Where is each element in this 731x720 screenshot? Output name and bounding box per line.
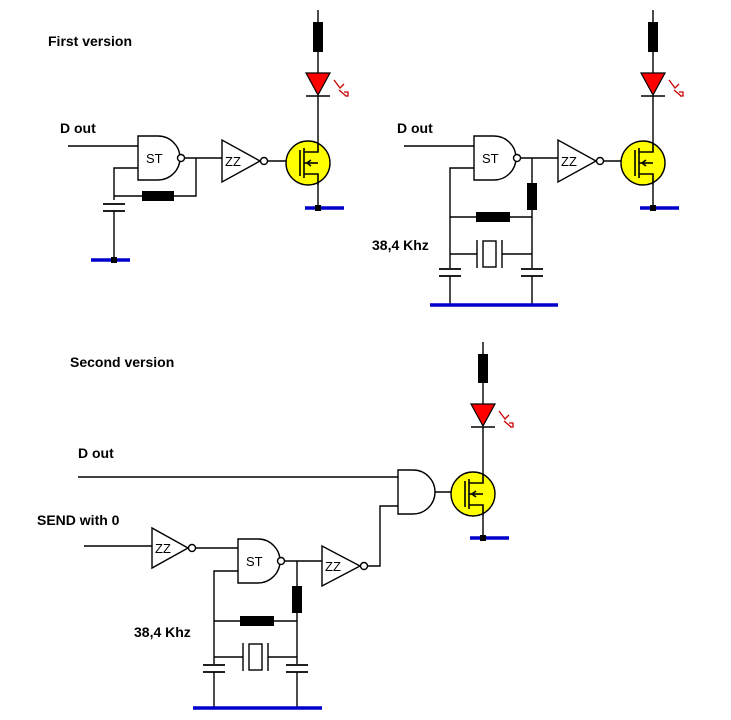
circuit-b-crystal-icon: [482, 240, 497, 268]
circuit-b-dout-label: D out: [397, 120, 433, 136]
circuit-a-schmitt-nand: ST: [137, 135, 186, 181]
circuit-b: D out 38,4 Khz ST: [372, 10, 684, 307]
circuit-b-feedback-resistor-icon: [476, 212, 510, 222]
circuit-c-mosfet-icon: [450, 471, 496, 517]
circuit-b-zz-label: ZZ: [561, 154, 577, 169]
circuit-c-supply-resistor-icon: [478, 354, 488, 383]
circuit-b-supply-resistor-icon: [648, 22, 658, 52]
circuit-c-send-label: SEND with 0: [37, 512, 120, 528]
circuit-c-output-zz-label: ZZ: [325, 559, 341, 574]
first-version-title: First version: [48, 33, 132, 49]
circuit-c-dout-label: D out: [78, 445, 114, 461]
circuit-a-mosfet-icon: [285, 140, 331, 186]
circuit-a: D out ST ZZ: [60, 10, 349, 263]
circuit-c-input-inverter: ZZ: [151, 526, 197, 570]
circuit-c: D out SEND with 0 38,4 Khz ZZ ST: [37, 342, 514, 710]
circuit-b-schmitt-nand: ST: [473, 135, 522, 181]
circuit-b-st-label: ST: [482, 151, 499, 166]
circuit-c-output-inverter: ZZ: [321, 544, 369, 588]
circuit-a-zz-label: ZZ: [225, 154, 241, 169]
circuit-b-led-icon: [639, 72, 684, 97]
circuit-b-freq-label: 38,4 Khz: [372, 237, 429, 253]
circuit-c-led-icon: [469, 403, 514, 428]
circuit-a-dout-label: D out: [60, 120, 96, 136]
circuit-a-inverter: ZZ: [221, 138, 269, 184]
circuit-b-series-resistor-icon: [527, 183, 537, 210]
circuit-b-mosfet-icon: [620, 140, 666, 186]
circuit-c-and-gate: [397, 469, 436, 515]
circuit-c-freq-label: 38,4 Khz: [134, 624, 191, 640]
circuit-c-st-label: ST: [246, 554, 263, 569]
circuit-c-feedback-resistor-icon: [240, 616, 274, 626]
circuit-c-series-resistor-icon: [292, 586, 302, 613]
second-version-title: Second version: [70, 354, 174, 370]
circuit-c-crystal-icon: [248, 643, 263, 671]
circuit-c-input-zz-label: ZZ: [155, 541, 171, 556]
circuit-b-inverter: ZZ: [557, 138, 605, 184]
circuit-a-st-label: ST: [146, 151, 163, 166]
circuit-c-schmitt-nand: ST: [237, 538, 286, 584]
circuit-a-led-icon: [304, 72, 349, 97]
circuit-a-resistor-icon: [142, 191, 174, 201]
circuit-a-supply-resistor-icon: [313, 22, 323, 52]
